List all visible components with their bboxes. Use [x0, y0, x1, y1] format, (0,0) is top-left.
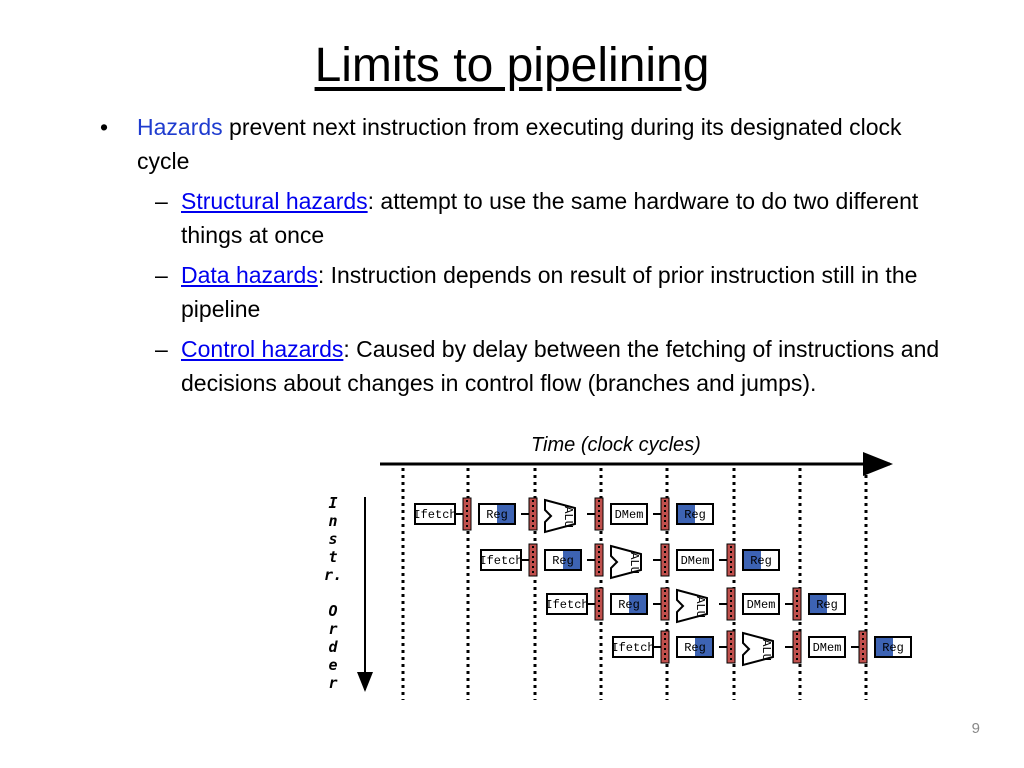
- order-letter: t: [328, 548, 338, 566]
- slide-title: Limits to pipelining: [314, 39, 710, 92]
- dash-icon: –: [155, 188, 168, 214]
- sub-bullet-data: – Data hazards: Instruction depends on r…: [100, 258, 960, 326]
- sub-bullet-control: – Control hazards: Caused by delay betwe…: [100, 332, 960, 400]
- pipeline-row: Ifetch Reg ALU DMem Reg: [611, 630, 912, 667]
- alu-label: ALU: [627, 552, 641, 574]
- pipeline-register: [660, 543, 670, 577]
- pipeline-register: [528, 543, 538, 577]
- reg-write-label: Reg: [816, 598, 838, 612]
- dmem-box: [808, 636, 846, 658]
- pipeline-register: [858, 630, 868, 664]
- data-hazards-link[interactable]: Data hazards: [181, 262, 318, 288]
- reg-write-label: Reg: [882, 641, 904, 655]
- dmem-label: DMem: [813, 641, 842, 655]
- ifetch-label: Ifetch: [545, 598, 588, 612]
- dash-icon: –: [155, 336, 168, 362]
- reg-read-shade: [497, 505, 514, 523]
- reg-write-label: Reg: [684, 508, 706, 522]
- order-letter: e: [328, 656, 338, 674]
- hazards-text: prevent next instruction from executing …: [137, 114, 902, 174]
- order-letter: O: [328, 602, 338, 620]
- pipeline-register: [726, 630, 736, 664]
- control-hazards-link[interactable]: Control hazards: [181, 336, 344, 362]
- pipeline-register: [528, 497, 538, 531]
- pipeline-row: Ifetch Reg ALU DMem Reg: [545, 587, 846, 624]
- pipeline-register: [594, 497, 604, 531]
- pipeline-register: [792, 587, 802, 621]
- alu-label: ALU: [693, 596, 707, 618]
- alu-shape: [544, 498, 576, 534]
- reg-write-shade: [876, 638, 893, 656]
- page-number: 9: [971, 720, 980, 737]
- reg-write-shade: [678, 505, 695, 523]
- reg-read-shade: [563, 551, 580, 569]
- reg-read-label: Reg: [618, 598, 640, 612]
- pipeline-register: [594, 587, 604, 621]
- dmem-label: DMem: [615, 508, 644, 522]
- pipeline-register: [660, 630, 670, 664]
- alu-shape: [742, 631, 774, 667]
- control-hazards-text: : Caused by delay between the fetching o…: [181, 336, 940, 396]
- order-letter: d: [328, 638, 338, 656]
- order-letter: r.: [323, 566, 343, 584]
- dmem-label: DMem: [747, 598, 776, 612]
- pipeline-register: [660, 497, 670, 531]
- instruction-order-label: I n s t r. O r d e r: [316, 494, 350, 692]
- ifetch-label: Ifetch: [611, 641, 654, 655]
- reg-read-label: Reg: [684, 641, 706, 655]
- structural-hazards-link[interactable]: Structural hazards: [181, 188, 368, 214]
- dmem-label: DMem: [681, 554, 710, 568]
- structural-hazards-text: : attempt to use the same hardware to do…: [181, 188, 919, 248]
- reg-read-label: Reg: [486, 508, 508, 522]
- slide-content: • Hazards prevent next instruction from …: [100, 110, 960, 400]
- bullet-dot-icon: •: [100, 114, 109, 140]
- ifetch-label: Ifetch: [413, 508, 456, 522]
- pipeline-register: [594, 543, 604, 577]
- hazards-term: Hazards: [137, 114, 223, 140]
- dmem-box: [610, 503, 648, 525]
- dash-icon: –: [155, 262, 168, 288]
- pipeline-row: Ifetch Reg ALU DMem Reg: [413, 497, 714, 534]
- reg-read-shade: [695, 638, 712, 656]
- sub-bullet-structural: – Structural hazards: attempt to use the…: [100, 184, 960, 252]
- ifetch-label: Ifetch: [479, 554, 522, 568]
- ifetch-box: [546, 593, 588, 615]
- reg-write-shade: [744, 551, 761, 569]
- pipeline-register: [660, 587, 670, 621]
- pipeline-register: [726, 587, 736, 621]
- pipeline-row: Ifetch Reg ALU DMem Reg: [479, 543, 780, 580]
- ifetch-box: [414, 503, 456, 525]
- dmem-box: [742, 593, 780, 615]
- alu-label: ALU: [759, 639, 773, 661]
- dmem-box: [676, 549, 714, 571]
- order-letter: n: [328, 512, 338, 530]
- pipeline-register: [792, 630, 802, 664]
- pipeline-register: [462, 497, 472, 531]
- reg-write-shade: [810, 595, 827, 613]
- pipeline-register: [726, 543, 736, 577]
- reg-read-label: Reg: [552, 554, 574, 568]
- order-letter: r: [328, 674, 338, 692]
- alu-label: ALU: [561, 506, 575, 528]
- reg-read-shade: [629, 595, 646, 613]
- ifetch-box: [612, 636, 654, 658]
- alu-shape: [676, 588, 708, 624]
- time-axis-label: Time (clock cycles): [531, 434, 701, 456]
- ifetch-box: [480, 549, 522, 571]
- clock-cycle-lines: [401, 468, 868, 700]
- alu-shape: [610, 544, 642, 580]
- order-letter: s: [328, 530, 338, 548]
- bullet-hazards: • Hazards prevent next instruction from …: [100, 110, 960, 178]
- reg-write-label: Reg: [750, 554, 772, 568]
- order-letter: r: [328, 620, 338, 638]
- order-letter: I: [328, 494, 338, 512]
- data-hazards-text: : Instruction depends on result of prior…: [181, 262, 918, 322]
